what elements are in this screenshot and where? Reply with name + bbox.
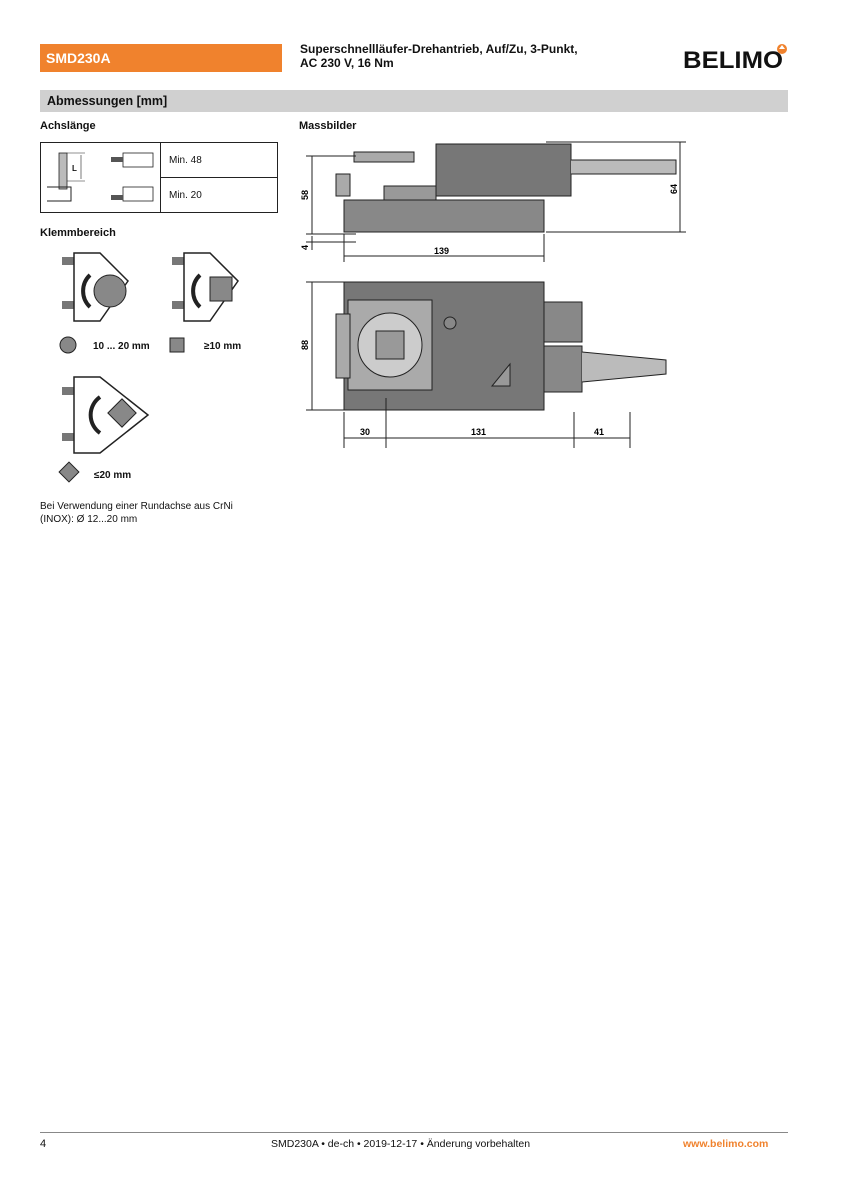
dim-41: 41	[594, 427, 604, 437]
shaft-length-illustration: L	[47, 152, 154, 202]
inox-note: Bei Verwendung einer Rundachse aus CrNi …	[40, 500, 233, 526]
inox-note-line-2: (INOX): Ø 12...20 mm	[40, 514, 138, 525]
shaft-length-table: L Min. 48 Min. 20	[40, 142, 278, 213]
dim-30: 30	[360, 427, 370, 437]
page-number: 4	[40, 1138, 47, 1150]
website-link[interactable]: www.belimo.com	[683, 1138, 769, 1150]
square-shaft-icon	[169, 337, 185, 353]
dim-139: 139	[434, 246, 449, 256]
clamp-round-shaft	[62, 252, 129, 322]
clamping-illustrations	[58, 252, 239, 483]
square-range-label: ≥10 mm	[204, 341, 242, 352]
shaft-length-heading: Achslänge	[40, 120, 96, 132]
clamp-diagonal-shaft	[62, 376, 150, 454]
dim-64: 64	[669, 184, 679, 194]
shaft-row-1: Min. 48	[160, 143, 277, 178]
dimension-drawing: 58 4 64 139 88 30 131 41	[300, 141, 686, 448]
belimo-logo: BELIMO	[683, 42, 793, 79]
product-code-tag: SMD230A	[40, 44, 282, 72]
round-shaft-icon	[59, 336, 77, 354]
dim-58: 58	[300, 190, 310, 200]
logo-wordmark: BELIMO	[683, 47, 783, 74]
diagonal-range-label: ≤20 mm	[94, 470, 132, 481]
document-title: Superschnellläufer-Drehantrieb, Auf/Zu, …	[300, 42, 640, 70]
round-range-label: 10 ... 20 mm	[93, 341, 150, 352]
title-line-2: AC 230 V, 16 Nm	[300, 56, 394, 70]
title-line-1: Superschnellläufer-Drehantrieb, Auf/Zu, …	[300, 42, 578, 56]
footer-divider	[40, 1132, 788, 1133]
dimension-drawings-heading: Massbilder	[299, 120, 357, 132]
diagonal-shaft-icon	[58, 461, 80, 483]
shaft-length-symbol: L	[72, 164, 77, 173]
dim-131: 131	[471, 427, 486, 437]
dim-88: 88	[300, 340, 310, 350]
document-info: SMD230A • de-ch • 2019-12-17 • Änderung …	[271, 1138, 531, 1150]
dim-4: 4	[300, 245, 310, 250]
section-title-bar: Abmessungen [mm]	[40, 90, 788, 112]
inox-note-line-1: Bei Verwendung einer Rundachse aus CrNi	[40, 501, 233, 512]
clamp-square-shaft	[172, 252, 239, 322]
shaft-row-2: Min. 20	[160, 178, 277, 213]
clamping-range-heading: Klemmbereich	[40, 227, 116, 239]
